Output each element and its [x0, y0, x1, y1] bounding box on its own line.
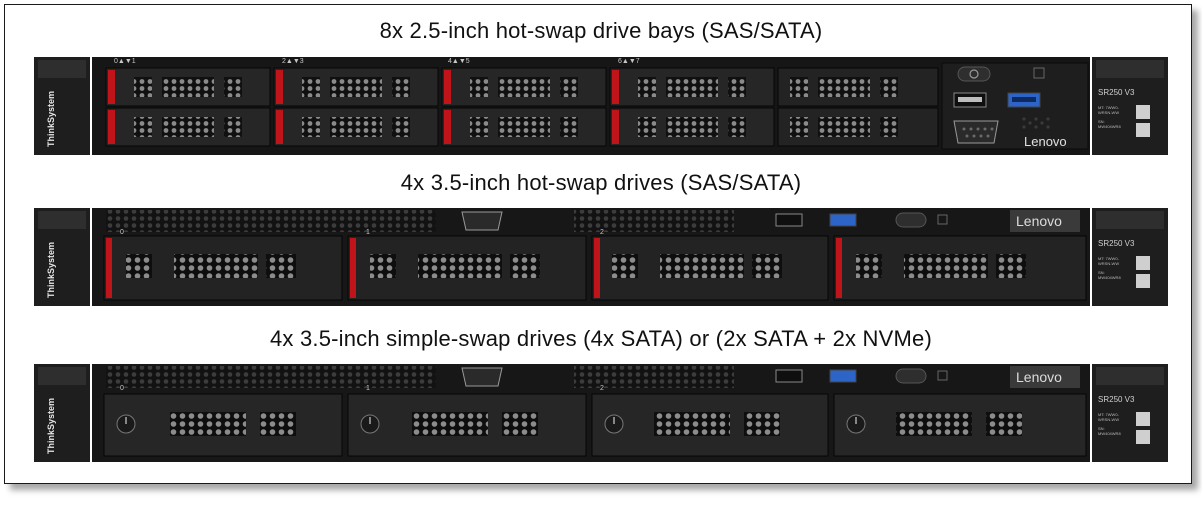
- qr-code-icon: [1136, 256, 1150, 270]
- power-button[interactable]: [895, 368, 927, 384]
- server-4x35-hot-swap: ThinkSystem 0 1 2 Lenovo: [34, 208, 1168, 306]
- vga-port[interactable]: [953, 120, 999, 144]
- id-button[interactable]: [937, 370, 948, 381]
- vent-grille: [574, 366, 734, 388]
- id-button[interactable]: [1033, 67, 1045, 79]
- drive-bay-1[interactable]: [347, 235, 587, 301]
- id-button[interactable]: [937, 214, 948, 225]
- bay-label: 0▲▼1: [114, 58, 136, 65]
- power-icon: [969, 69, 979, 79]
- drive-bays-35-simple: [103, 393, 1087, 457]
- drive-bay-7[interactable]: [609, 107, 775, 147]
- bay-label: 1: [366, 385, 370, 392]
- label-line: MW404WR8: [1098, 275, 1121, 280]
- bay-label: 2: [600, 229, 604, 236]
- model-label: SR250 V3: [1098, 239, 1135, 248]
- drive-bay-6[interactable]: [609, 67, 775, 107]
- label-line: SN:: [1098, 270, 1105, 275]
- label-line: SN:: [1098, 119, 1105, 124]
- label-line: MT: 7WW0-: [1098, 105, 1120, 110]
- server-4x35-simple-swap: ThinkSystem 0 1 2 Lenovo: [34, 364, 1168, 462]
- vent-grille: [106, 366, 436, 388]
- usb-port[interactable]: [775, 213, 803, 227]
- label-line: SN:: [1098, 426, 1105, 431]
- right-rack-ear: SR250 V3 MT: 7WW0- WRSN-WW SN: MW404WR8: [1092, 364, 1168, 462]
- label-line: MW404WR8: [1098, 431, 1121, 436]
- label-line: MW404WR8: [1098, 124, 1121, 129]
- drive-bay-0[interactable]: [105, 67, 271, 107]
- bay-label: 1: [366, 229, 370, 236]
- lenovo-badge: [1010, 210, 1080, 232]
- lenovo-badge: [1010, 366, 1080, 388]
- brand-label-vertical: ThinkSystem: [46, 91, 56, 147]
- model-label: SR250 V3: [1098, 88, 1135, 97]
- right-rack-ear: SR250 V3 MT: 7WW0- WRSN-WW SN: MW404WR8: [1092, 208, 1168, 306]
- bay-label: 2: [600, 385, 604, 392]
- label-line: WRSN-WW: [1098, 261, 1119, 266]
- drive-bay-4[interactable]: [441, 67, 607, 107]
- drive-bay-0[interactable]: [103, 235, 343, 301]
- right-rack-ear: SR250 V3 MT: 7WW0- WRSN-WW SN: MW404WR8: [1092, 57, 1168, 155]
- drive-bay-3[interactable]: [833, 235, 1087, 301]
- vent-grille: [106, 210, 436, 232]
- bay-label: 4▲▼5: [448, 58, 470, 65]
- front-io-panel: Lenovo: [941, 62, 1089, 150]
- drive-bay-1[interactable]: [347, 393, 587, 457]
- label-line: WRSN-WW: [1098, 417, 1119, 422]
- drive-bay-2[interactable]: [273, 67, 439, 107]
- power-button[interactable]: [895, 212, 927, 228]
- bay-label: 2▲▼3: [282, 58, 304, 65]
- brand-label-vertical: ThinkSystem: [46, 398, 56, 454]
- left-rack-ear: ThinkSystem: [34, 57, 90, 155]
- qr-code-icon: [1136, 105, 1150, 119]
- power-button[interactable]: [957, 66, 991, 82]
- blank-filler-bay: [777, 67, 939, 147]
- drive-bay-0[interactable]: [103, 393, 343, 457]
- drive-bay-1[interactable]: [105, 107, 271, 147]
- drive-bay-3[interactable]: [273, 107, 439, 147]
- bay-label: 6▲▼7: [618, 58, 640, 65]
- vga-port[interactable]: [461, 211, 503, 231]
- drive-bays-25: [105, 67, 939, 147]
- drive-bay-2[interactable]: [591, 235, 829, 301]
- label-line: WRSN-WW: [1098, 110, 1119, 115]
- lenovo-logo: Lenovo: [1016, 213, 1062, 229]
- qr-code-icon: [1136, 123, 1150, 137]
- lenovo-logo: Lenovo: [1024, 134, 1067, 149]
- qr-code-icon: [1136, 430, 1150, 444]
- drive-bays-35: [103, 235, 1087, 301]
- model-label: SR250 V3: [1098, 395, 1135, 404]
- vent-grille: [574, 210, 734, 232]
- brand-label-vertical: ThinkSystem: [46, 242, 56, 298]
- left-rack-ear: ThinkSystem: [34, 208, 90, 306]
- caption-4x-35-inch-simple-swap: 4x 3.5-inch simple-swap drives (4x SATA)…: [270, 326, 932, 351]
- vga-port[interactable]: [461, 367, 503, 387]
- server-8x25-bays: ThinkSystem 0▲▼1 2▲▼3 4▲▼5 6▲▼7: [34, 57, 1168, 155]
- caption-8x-25-inch: 8x 2.5-inch hot-swap drive bays (SAS/SAT…: [379, 18, 823, 43]
- qr-code-icon: [1136, 412, 1150, 426]
- left-rack-ear: ThinkSystem: [34, 364, 90, 462]
- label-line: MT: 7WW0-: [1098, 412, 1120, 417]
- caption-4x-35-inch-hot-swap: 4x 3.5-inch hot-swap drives (SAS/SATA): [400, 170, 802, 195]
- drive-bay-2[interactable]: [591, 393, 829, 457]
- bay-label: 0: [120, 385, 124, 392]
- qr-code-icon: [1136, 274, 1150, 288]
- usb-port[interactable]: [775, 369, 803, 383]
- usb3-port[interactable]: [829, 369, 857, 383]
- label-line: MT: 7WW0-: [1098, 256, 1120, 261]
- usb3-port[interactable]: [829, 213, 857, 227]
- lenovo-logo: Lenovo: [1016, 369, 1062, 385]
- bay-label: 0: [120, 229, 124, 236]
- drive-bay-5[interactable]: [441, 107, 607, 147]
- drive-bay-3[interactable]: [833, 393, 1087, 457]
